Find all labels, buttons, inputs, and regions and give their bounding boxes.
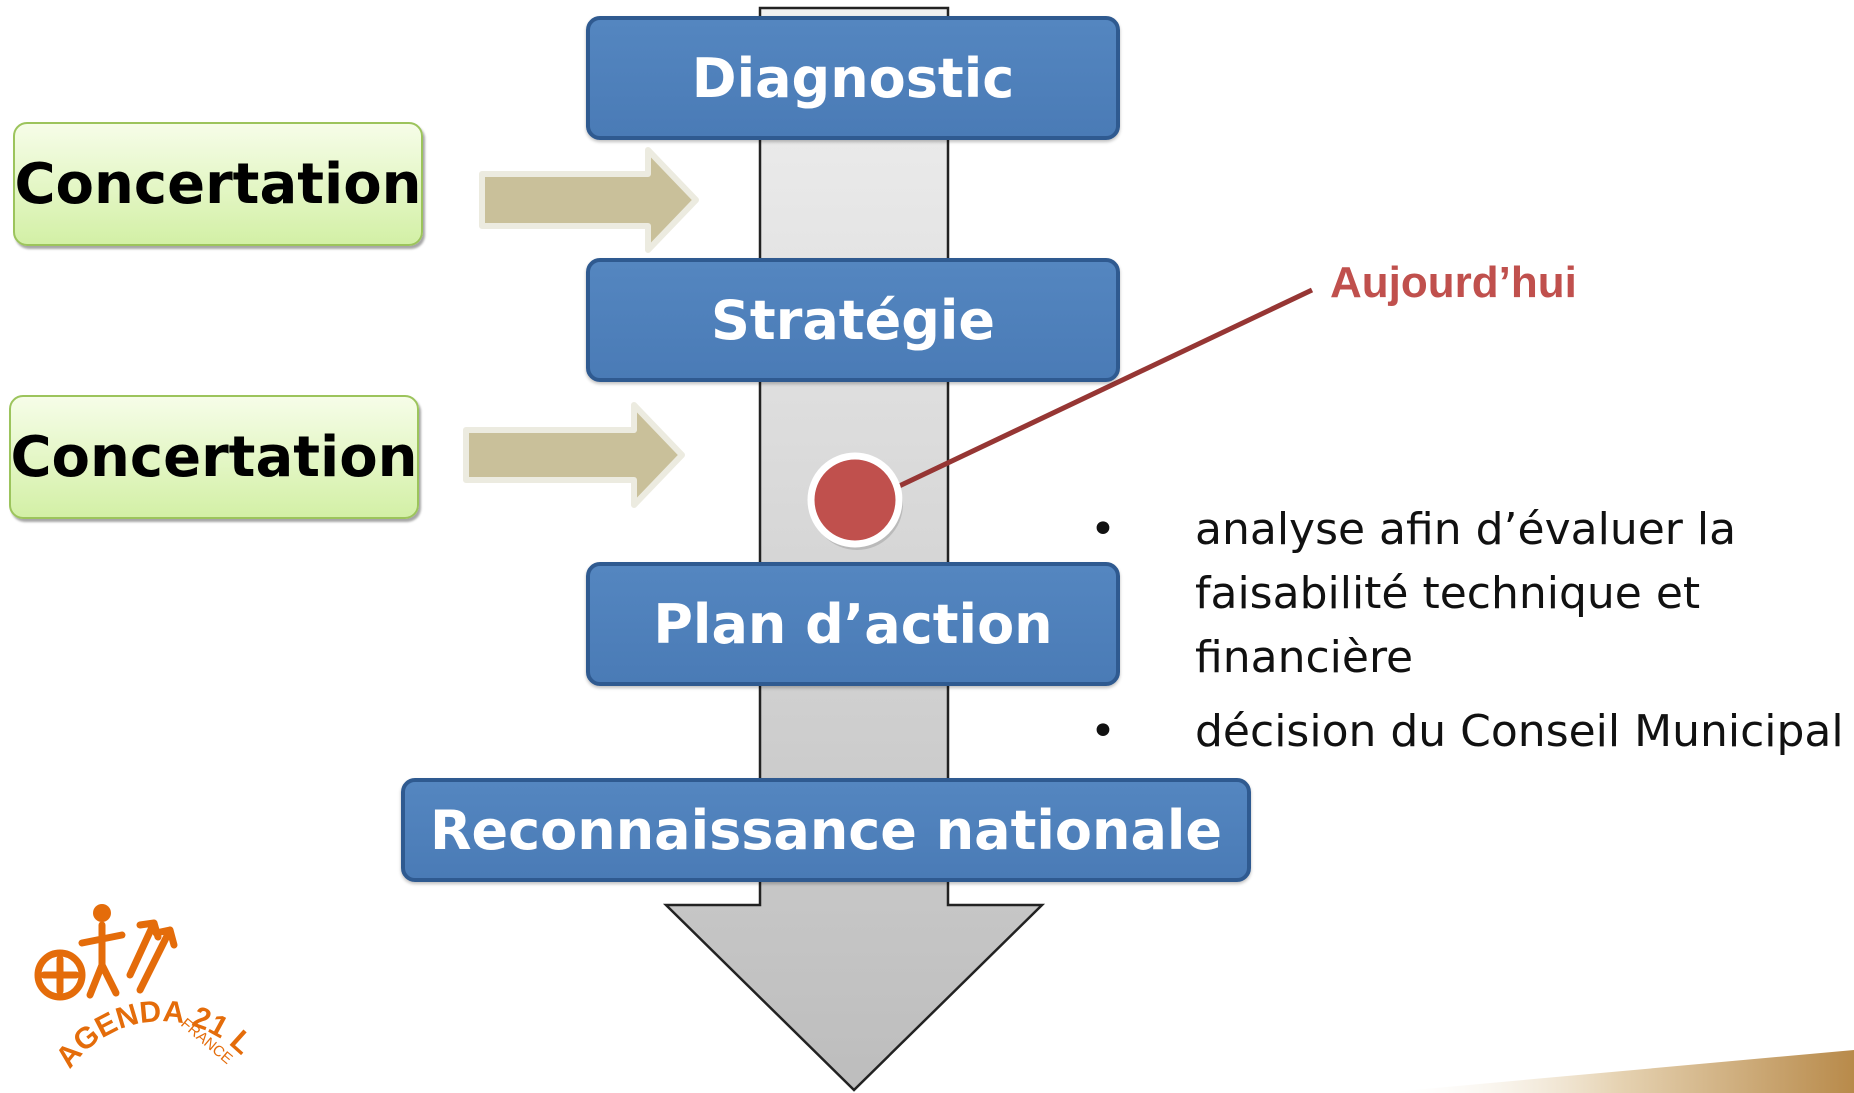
bullet-icon: • — [1090, 706, 1116, 757]
note-text: analyse afin d’évaluer la faisabilité te… — [1195, 504, 1737, 683]
concertation-arrow-1 — [479, 147, 699, 253]
stage-plan-action: Plan d’action — [586, 562, 1120, 686]
concertation-arrow-2 — [463, 402, 685, 508]
note-item: • analyse afin d’évaluer la faisabilité … — [1090, 498, 1850, 690]
today-label: Aujourd’hui — [1330, 258, 1577, 307]
stage-reconnaissance-nationale: Reconnaissance nationale — [401, 778, 1251, 882]
notes-list: • analyse afin d’évaluer la faisabilité … — [1090, 498, 1850, 774]
stage-strategie: Stratégie — [586, 258, 1120, 382]
note-item: • décision du Conseil Municipal — [1090, 700, 1850, 764]
concertation-box-2: Concertation — [9, 395, 419, 519]
today-callout-line — [893, 287, 1314, 491]
concertation-box-1: Concertation — [13, 122, 423, 246]
agenda-21-logo: AGENDA 21 LOCAL FRANCE — [30, 895, 259, 1074]
floor-shadow — [1380, 1050, 1854, 1093]
today-marker — [807, 452, 903, 548]
stage-diagnostic: Diagnostic — [586, 16, 1120, 140]
bullet-icon: • — [1090, 504, 1116, 555]
note-text: décision du Conseil Municipal — [1195, 706, 1844, 757]
